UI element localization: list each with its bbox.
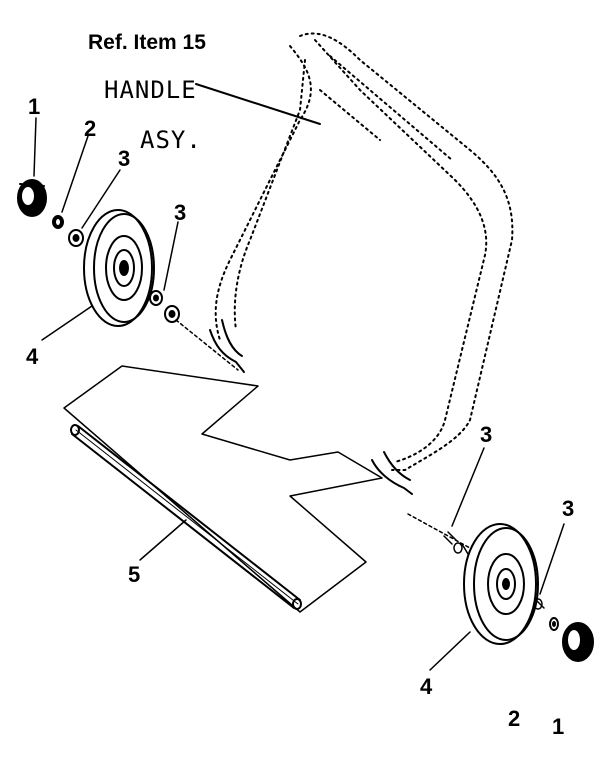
handle-ends <box>209 319 413 495</box>
right-cap <box>562 622 594 662</box>
callout-left-washer-small: 2 <box>84 116 97 141</box>
right-washer-3-outer <box>533 598 545 610</box>
callout-left-cap: 1 <box>28 94 41 119</box>
left-washer-2 <box>52 215 64 229</box>
left-washer-3-inner-b <box>164 305 180 323</box>
handle-leader-line <box>195 83 321 125</box>
handle-assembly <box>214 32 514 471</box>
left-washer-3-inner-a <box>149 290 163 306</box>
callout-axle: 5 <box>128 562 141 587</box>
callout-right-cap: 1 <box>552 714 565 739</box>
axle <box>70 424 302 610</box>
callout-leaders <box>33 117 565 671</box>
callout-left-washer-upper: 3 <box>118 146 131 171</box>
callout-right-washer-inner: 3 <box>480 422 493 447</box>
handle-asy-label-line2: ASY. <box>140 126 202 154</box>
right-washer-2 <box>549 617 559 631</box>
cutaway-outline <box>63 365 383 613</box>
left-washer-3-upper <box>68 229 84 247</box>
handle-asy-label-line1: HANDLE <box>104 76 197 104</box>
right-washer-3-inner <box>443 531 469 555</box>
callout-left-washer-inner: 3 <box>174 200 187 225</box>
right-wheel <box>463 523 539 645</box>
right-axle-line <box>407 513 471 549</box>
left-axle-line <box>175 319 239 371</box>
callout-right-wheel: 4 <box>420 674 433 699</box>
left-wheel <box>83 209 155 327</box>
ref-item-title: Ref. Item 15 <box>88 31 206 54</box>
left-cap <box>17 179 47 217</box>
callout-right-washer-small: 2 <box>508 706 521 731</box>
callout-left-wheel: 4 <box>26 344 39 369</box>
callout-right-washer-outer: 3 <box>562 496 575 521</box>
